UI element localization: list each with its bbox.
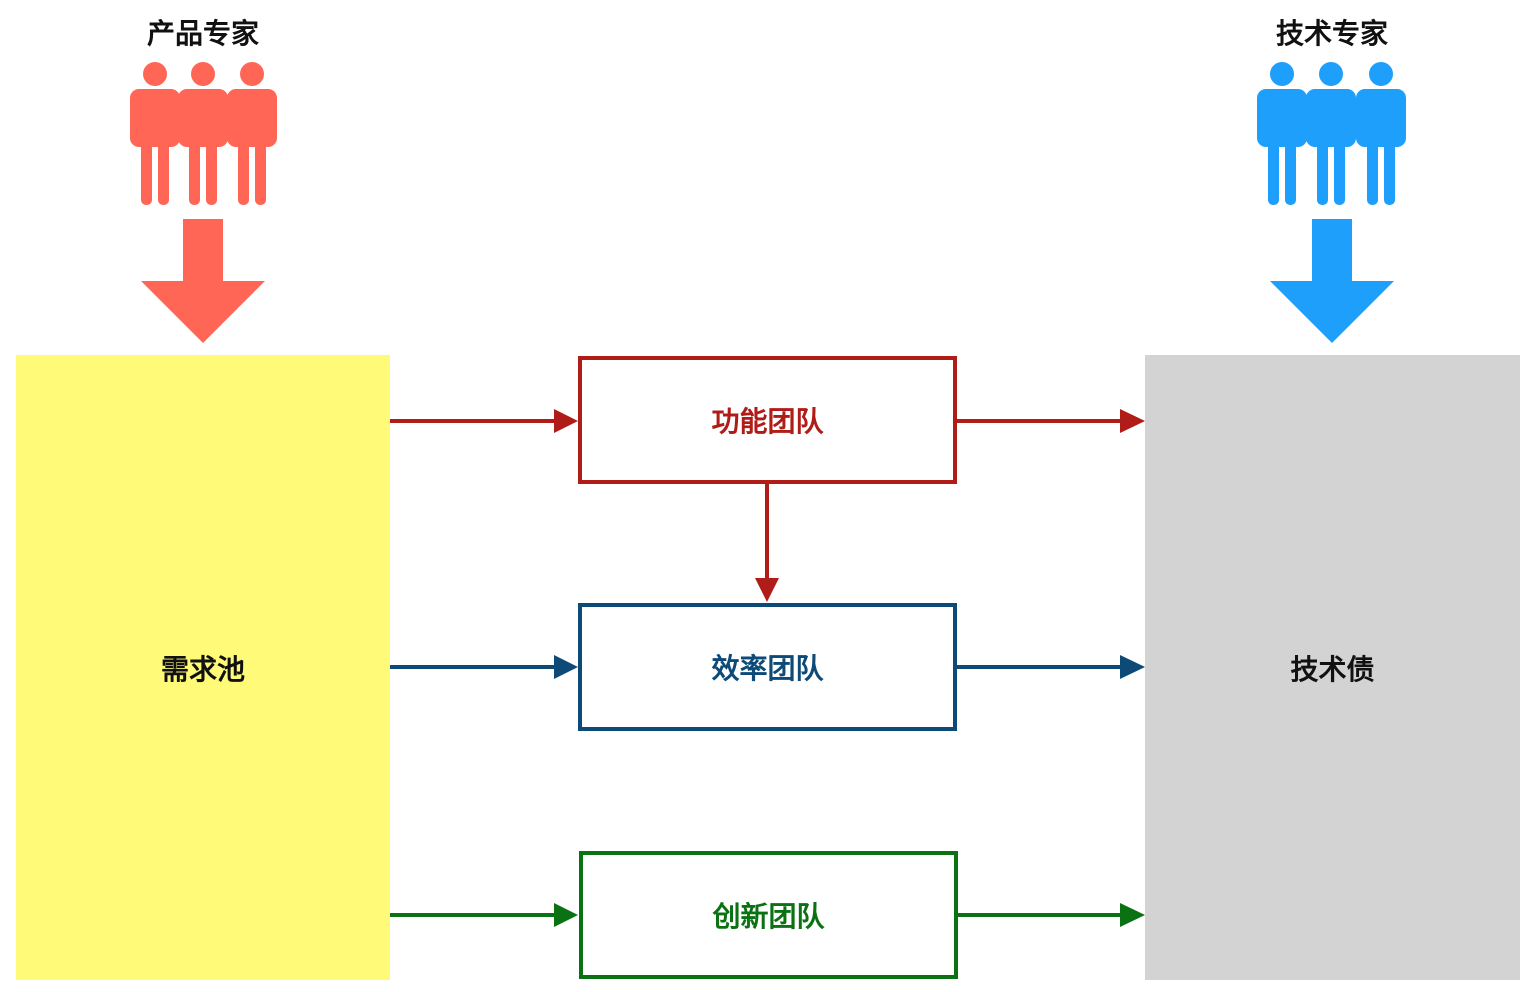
innovation-team-label: 创新团队 <box>712 900 825 933</box>
demand-pool: 需求池 <box>16 355 390 980</box>
feature-team-label: 功能团队 <box>711 405 824 438</box>
tech-debt-label: 技术债 <box>1290 652 1375 686</box>
tech-experts-label: 技术专家 <box>1275 17 1388 50</box>
feature-team-box: 功能团队 <box>578 356 957 484</box>
product-experts-label: 产品专家 <box>146 17 259 50</box>
efficiency-connectors <box>390 655 1145 679</box>
feature-connectors <box>390 409 1145 602</box>
demand-pool-label: 需求池 <box>160 652 245 686</box>
innovation-team-box: 创新团队 <box>579 851 958 979</box>
innovation-connectors <box>390 903 1145 927</box>
product-down-arrow-icon <box>141 219 265 343</box>
tech-debt-pool: 技术债 <box>1145 355 1520 980</box>
tech-experts-people-icon <box>1257 62 1406 205</box>
product-experts-people-icon <box>130 62 277 205</box>
efficiency-team-box: 效率团队 <box>578 603 957 731</box>
efficiency-team-label: 效率团队 <box>711 652 824 685</box>
tech-down-arrow-icon <box>1270 219 1394 343</box>
